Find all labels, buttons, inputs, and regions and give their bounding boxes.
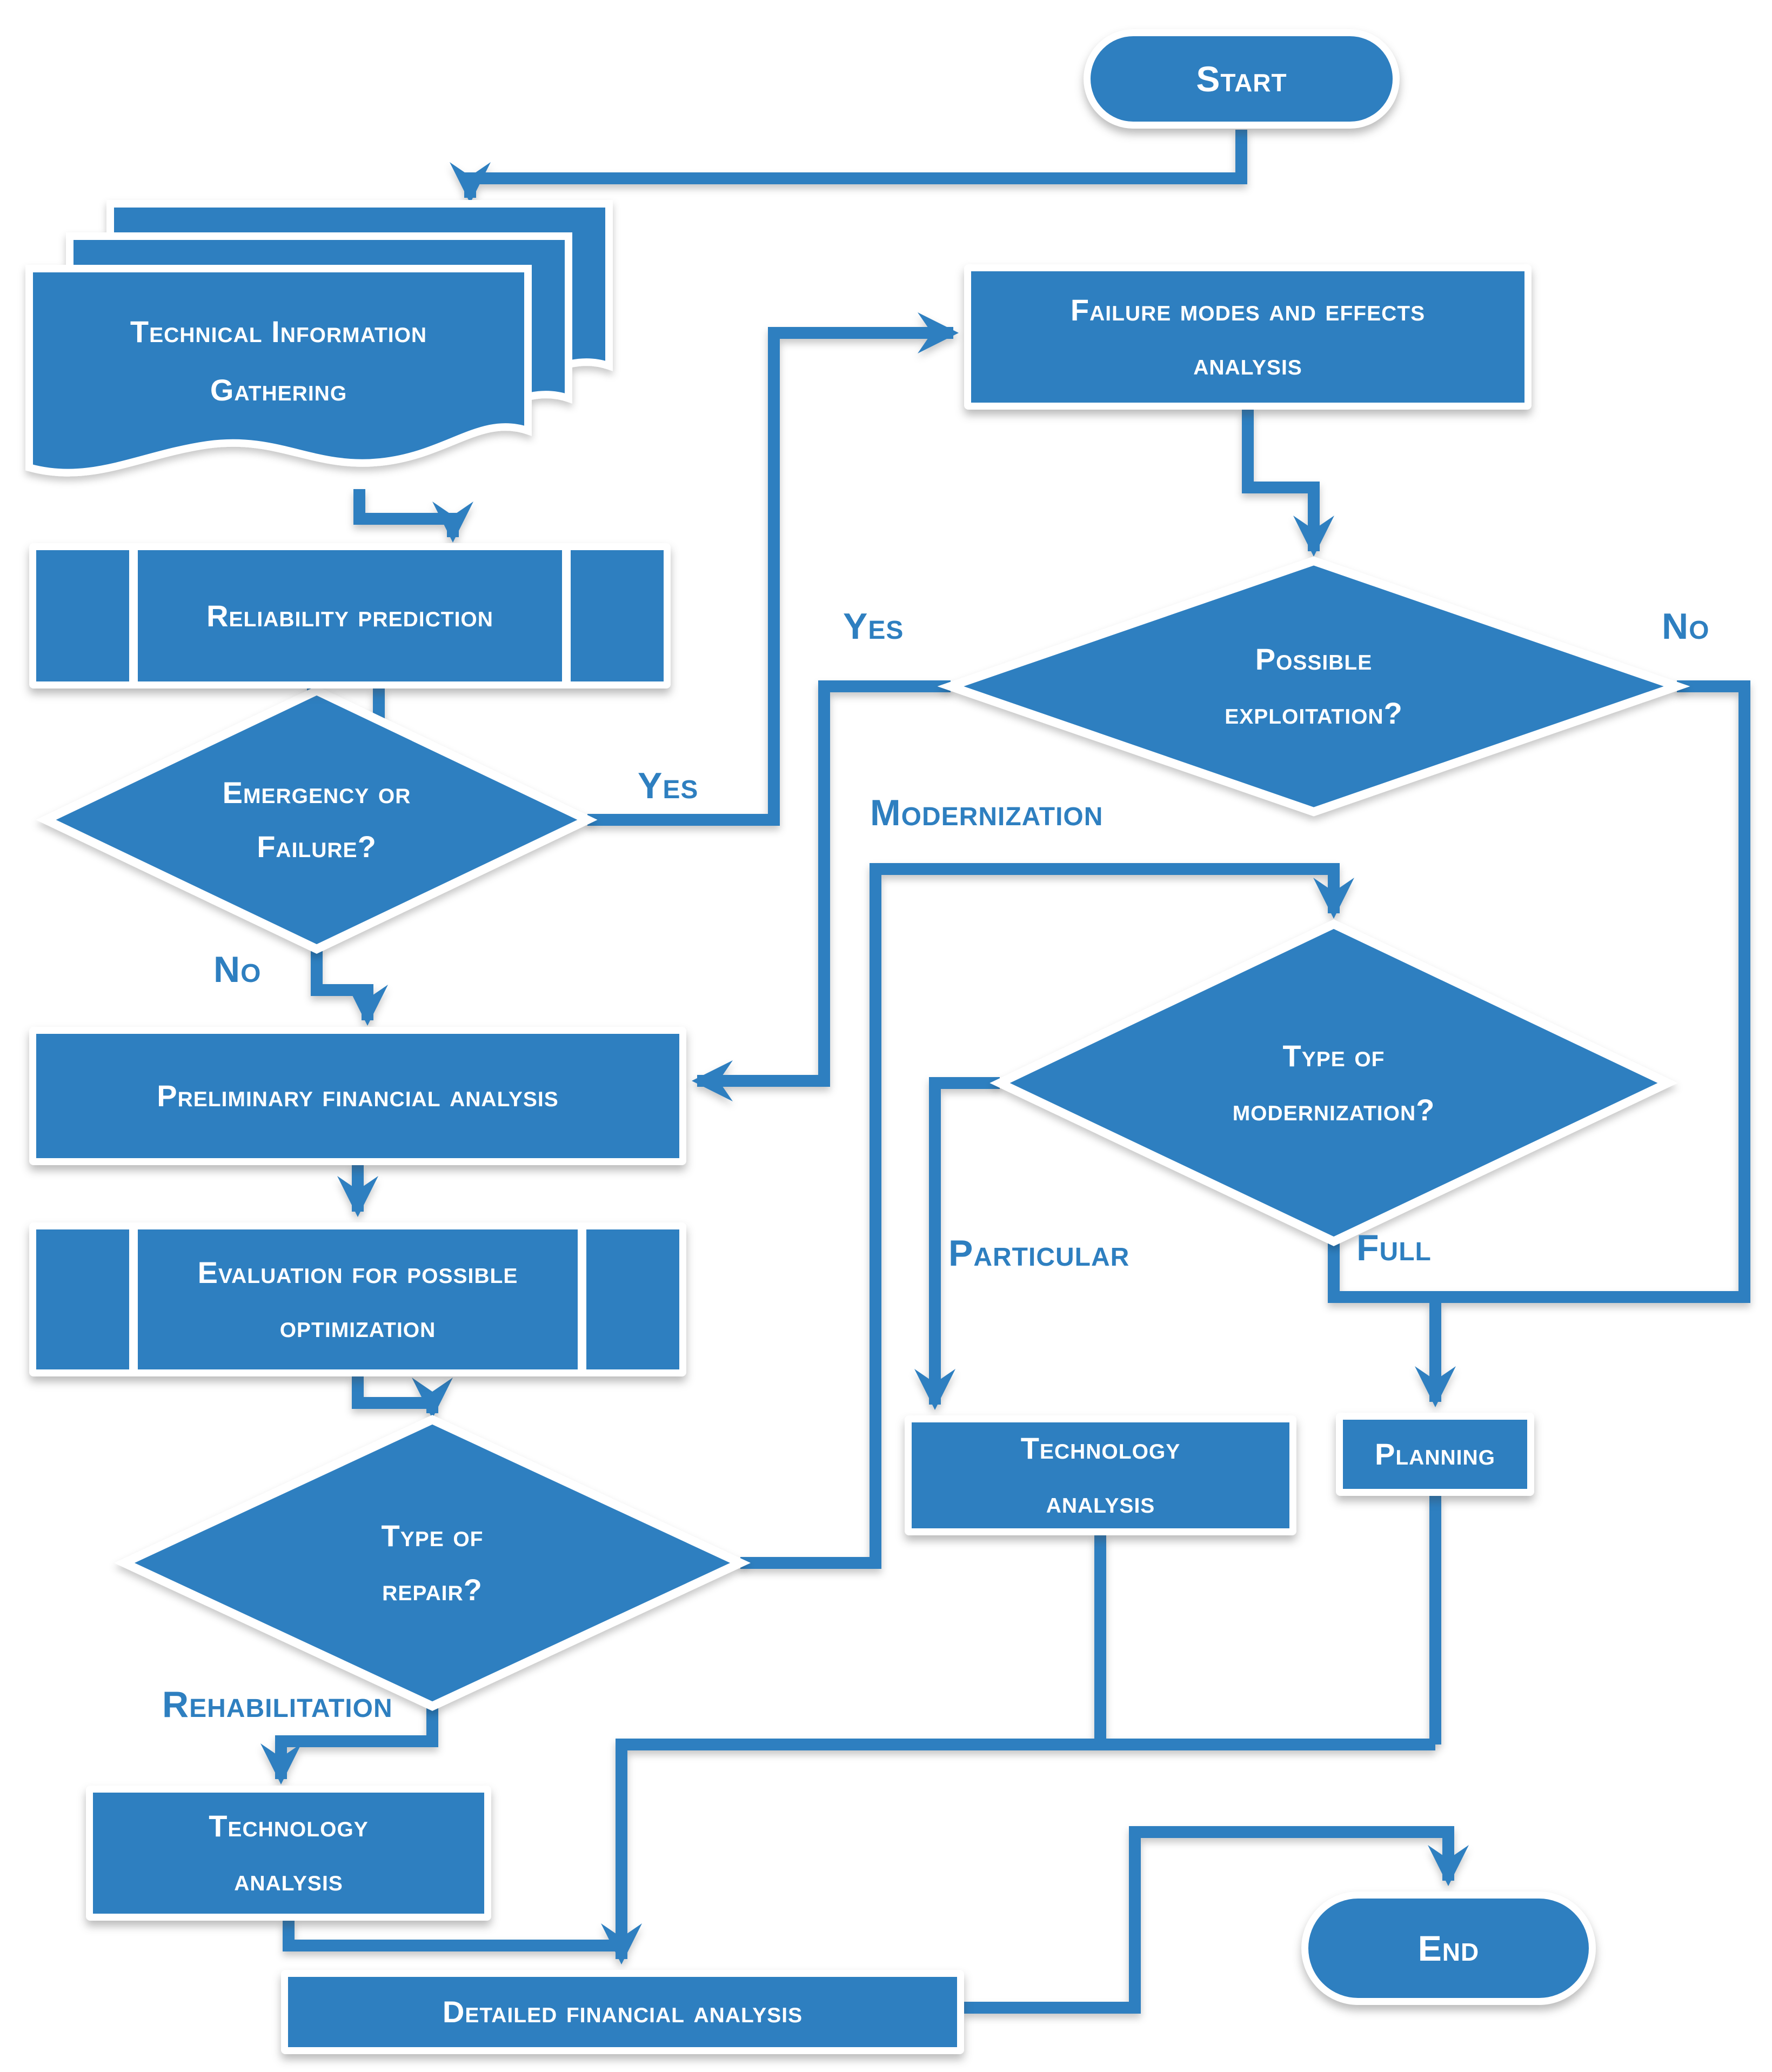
document-node-label: Technical Information Gathering [29,303,528,419]
fmea-label-line1: Failure modes and effects [1070,292,1426,327]
document-label-line1: Technical Information [130,315,427,349]
edge-technology-left-to-junction [283,1921,621,1951]
label-rehabilitation: Rehabilitation [162,1684,393,1725]
reliability-right-bar [562,550,571,681]
label-modernization: Modernization [870,792,1104,833]
fmea-node: Failure modes and effects analysis [964,264,1532,410]
type-modernization-diamond [989,919,1678,1246]
edge-particular-to-technology-right [914,1077,1000,1410]
technology-left-line1: Technology [209,1809,369,1843]
start-node: Start [1084,29,1400,129]
type-modernization-diamond-label: Type of modernization? [1118,1015,1550,1151]
type-modernization-line1: Type of [1282,1039,1385,1073]
reliability-left-bar [129,550,138,681]
edge-emergency-yes-to-fmea [587,312,959,826]
type-repair-line1: Type of [381,1519,484,1553]
label-exploitation-no: No [1662,606,1710,647]
exploitation-diamond [937,556,1690,817]
label-emergency-yes: Yes [638,765,699,806]
label-full: Full [1356,1227,1432,1268]
emergency-diamond [36,686,598,954]
edge-junction-to-detailed [601,1739,1435,1964]
technology-analysis-left-node: Technology analysis [86,1786,491,1921]
edge-rehabilitation-to-technology-left [260,1706,438,1784]
edge-detailed-to-end [964,1826,1469,2014]
preliminary-label: Preliminary financial analysis [157,1079,559,1113]
end-label: End [1417,1928,1480,1968]
type-repair-line2: repair? [382,1573,483,1607]
reliability-node: Reliability prediction [29,543,671,689]
connector-group [260,130,1750,2014]
evaluation-node: Evaluation for possible optimization [29,1222,686,1376]
edge-exploitation-no-merge-full [1328,680,1750,1303]
exploitation-line1: Possible [1255,642,1373,676]
emergency-line1: Emergency or [222,776,411,810]
label-exploitation-yes: Yes [843,606,904,647]
document-label-line2: Gathering [210,373,347,407]
evaluation-right-bar [578,1229,586,1369]
edge-emergency-no-to-preliminary [311,949,388,1026]
label-particular: Particular [948,1233,1130,1274]
edge-evaluation-to-repair [352,1376,453,1419]
type-repair-diamond-label: Type of repair? [216,1495,648,1630]
technology-right-line2: analysis [1046,1485,1155,1519]
emergency-line2: Failure? [257,830,377,864]
label-emergency-no: No [213,949,262,990]
start-label: Start [1196,59,1287,99]
edge-repair-modernization-to-type-modernization [740,863,1354,1569]
emergency-diamond-label: Emergency or Failure? [101,752,533,887]
preliminary-node: Preliminary financial analysis [29,1027,686,1165]
planning-label: Planning [1374,1437,1495,1471]
edge-exploitation-yes-to-preliminary [692,680,951,1101]
end-node: End [1301,1891,1596,2005]
edge-start-to-document [450,130,1247,203]
technology-analysis-right-node: Technology analysis [905,1415,1296,1535]
evaluation-label-line2: optimization [279,1309,436,1344]
reliability-label: Reliability prediction [206,598,493,633]
technology-left-line2: analysis [234,1863,343,1897]
exploitation-diamond-label: Possible exploitation? [1098,619,1530,754]
exploitation-line2: exploitation? [1225,696,1403,730]
detailed-financial-node: Detailed financial analysis [281,1970,964,2054]
fmea-label-line2: analysis [1193,346,1302,381]
decision-group [36,556,1690,1711]
technology-right-line1: Technology [1020,1431,1181,1465]
type-modernization-line2: modernization? [1232,1093,1435,1127]
evaluation-left-bar [129,1229,138,1369]
evaluation-label-line1: Evaluation for possible [197,1255,518,1289]
edge-fmea-to-exploitation [1242,410,1334,557]
detailed-financial-label: Detailed financial analysis [442,1995,803,2029]
type-repair-diamond [114,1415,751,1711]
planning-node: Planning [1336,1413,1534,1496]
edge-document-to-reliability [353,489,473,543]
